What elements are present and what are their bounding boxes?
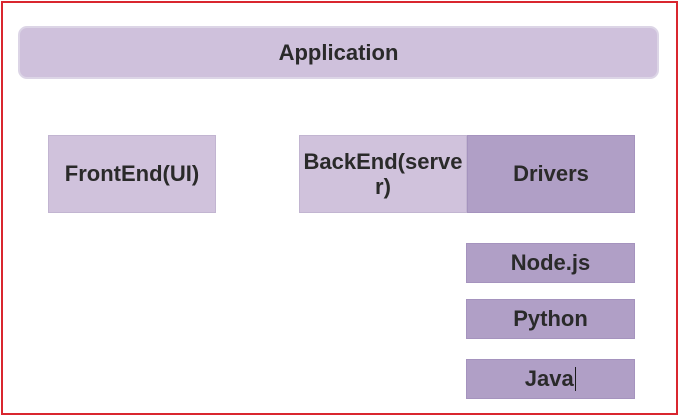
drivers-label: Drivers bbox=[513, 161, 589, 186]
drivers-box: Drivers bbox=[467, 135, 635, 213]
application-box: Application bbox=[18, 26, 659, 79]
frontend-label: FrontEnd(UI) bbox=[64, 161, 200, 186]
nodejs-label: Node.js bbox=[510, 250, 591, 275]
backend-label: BackEnd(server) bbox=[303, 149, 463, 199]
application-label: Application bbox=[278, 39, 399, 65]
nodejs-box: Node.js bbox=[466, 243, 635, 283]
python-label: Python bbox=[513, 306, 588, 331]
text-cursor bbox=[574, 367, 577, 391]
python-box: Python bbox=[466, 299, 635, 339]
java-label: Java bbox=[524, 366, 574, 391]
backend-box: BackEnd(server) bbox=[299, 135, 467, 213]
frontend-box: FrontEnd(UI) bbox=[48, 135, 216, 213]
java-box: Java bbox=[466, 359, 635, 399]
